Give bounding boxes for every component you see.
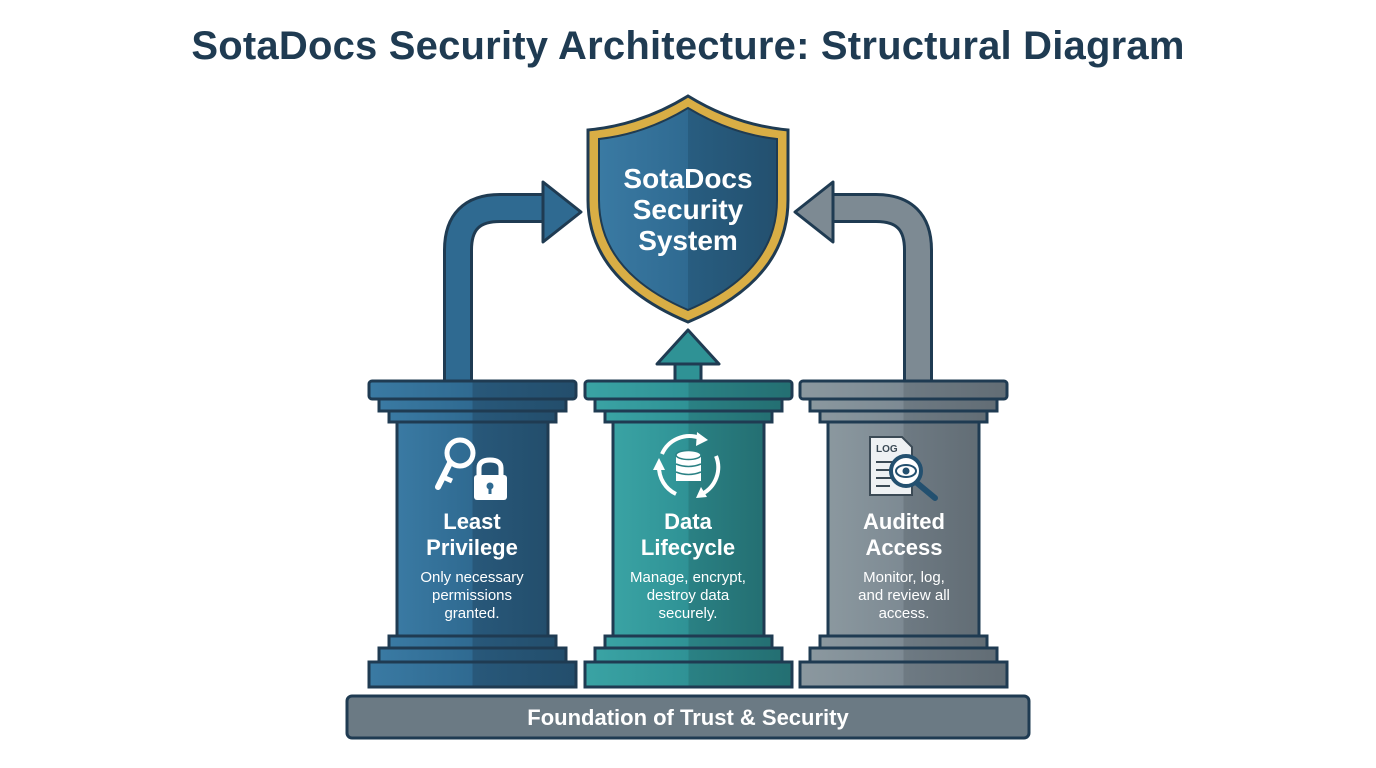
pillar-2-desc-line-3: securely. — [659, 605, 718, 622]
pillar-3-name-line-2: Access — [865, 535, 942, 560]
pillar-1-desc-line-1: Only necessary — [420, 569, 524, 586]
key-lock-icon — [435, 437, 507, 500]
shield-line-1: SotaDocs — [623, 163, 752, 194]
pillar-audited-access: LOG Audited Access Monitor, log, and rev… — [798, 379, 1009, 689]
pillar-1-name-line-2: Privilege — [426, 535, 518, 560]
pillar-data-lifecycle: Data Lifecycle Manage, encrypt, destroy … — [583, 379, 794, 689]
log-magnifier-icon: LOG — [869, 436, 938, 501]
page-title: SotaDocs Security Architecture: Structur… — [191, 24, 1185, 68]
database-cycle-icon — [653, 432, 721, 498]
pillar-3-desc-line-1: Monitor, log, — [863, 569, 945, 586]
shield-line-2: Security — [633, 194, 744, 225]
pillar-2-name-line-2: Lifecycle — [641, 535, 735, 560]
pillar-3-desc-line-3: access. — [879, 605, 930, 622]
shield-line-3: System — [638, 225, 738, 256]
arrow-right-to-shield — [793, 180, 933, 385]
pillar-1-name-line-1: Least — [443, 509, 501, 534]
pillar-3-desc-line-2: and review all — [858, 587, 950, 604]
arrow-center-to-shield — [655, 328, 721, 387]
pillar-3-name-line-1: Audited — [863, 509, 945, 534]
pillar-2-name-line-1: Data — [664, 509, 712, 534]
log-icon-text: LOG — [876, 444, 898, 455]
pillar-1-desc-line-2: permissions — [432, 587, 512, 604]
pillar-2-desc-line-2: destroy data — [647, 587, 730, 604]
foundation-label: Foundation of Trust & Security — [527, 705, 849, 730]
arrow-left-to-shield — [443, 180, 583, 385]
pillar-1-desc-line-3: granted. — [444, 605, 499, 622]
shield-emblem: SotaDocs Security System — [586, 94, 790, 324]
foundation-base: Foundation of Trust & Security — [345, 694, 1031, 740]
pillar-2-desc-line-1: Manage, encrypt, — [630, 569, 746, 586]
pillar-least-privilege: Least Privilege Only necessary permissio… — [367, 379, 578, 689]
